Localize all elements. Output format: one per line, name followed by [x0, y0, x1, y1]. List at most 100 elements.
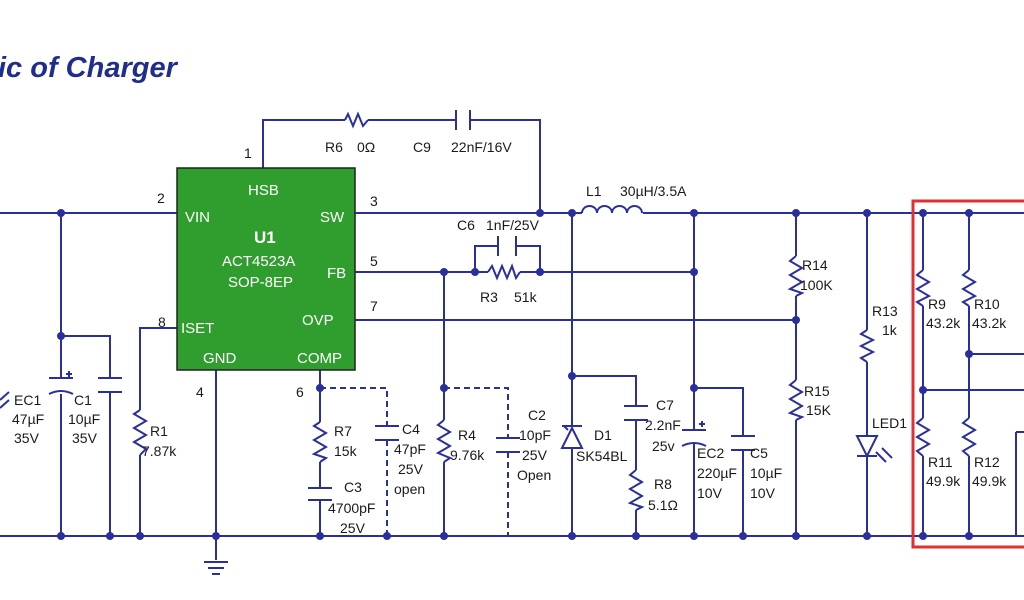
label-r13-value: 1k [882, 322, 898, 338]
label-r1-ref: R1 [150, 423, 168, 439]
pin-label-ovp: OVP [302, 312, 334, 329]
label-l1-ref: L1 [586, 183, 602, 199]
capacitor-ec2 [681, 429, 707, 447]
label-c5-value: 10µF [750, 465, 782, 481]
label-r10-value: 43.2k [972, 315, 1007, 331]
label-c2-ref: C2 [528, 407, 546, 423]
schematic-title: ic of Charger [0, 52, 177, 84]
capacitor-c5 [731, 435, 755, 451]
junctions [57, 209, 973, 540]
label-r15-value: 15K [806, 402, 832, 418]
label-c3-ref: C3 [344, 479, 362, 495]
label-r10-ref: R10 [974, 296, 1000, 312]
label-c7-voltage: 25v [652, 438, 675, 454]
pin-label-comp: COMP [297, 350, 342, 367]
capacitor-c7 [624, 405, 648, 421]
pin-number-comp: 6 [296, 384, 304, 400]
label-c1-voltage: 35V [72, 430, 98, 446]
label-c4-voltage: 25V [398, 461, 424, 477]
label-r13-ref: R13 [872, 303, 898, 319]
label-r7-ref: R7 [334, 423, 352, 439]
component-labels: R6 0Ω C9 22nF/16V L1 30µH/3.5A C6 1nF/25… [12, 139, 1007, 536]
pin-number-sw: 3 [370, 193, 378, 209]
label-c1-value: 10µF [68, 411, 100, 427]
label-r6-ref: R6 [325, 139, 343, 155]
label-r15-ref: R15 [804, 383, 830, 399]
label-c9-value: 22nF/16V [451, 139, 512, 155]
ic-part: ACT4523A [222, 253, 295, 270]
label-r1-value: 7.87k [142, 443, 177, 459]
pin-number-hsb: 1 [244, 145, 252, 161]
pin-number-iset: 8 [158, 314, 166, 330]
pin-label-gnd: GND [203, 350, 237, 367]
capacitor-c9 [455, 110, 471, 130]
resistor-r7 [311, 421, 329, 463]
label-c2-note: Open [517, 467, 551, 483]
label-r3-value: 51k [514, 289, 538, 305]
label-c3-value: 4700pF [328, 500, 375, 516]
label-ec2-value: 220µF [697, 465, 737, 481]
label-r6-value: 0Ω [357, 139, 375, 155]
label-r11-ref: R11 [928, 454, 953, 470]
label-r4-value: 9.76k [450, 447, 485, 463]
pin-label-fb: FB [327, 265, 346, 282]
pin-label-sw: SW [320, 209, 345, 226]
pin-number-fb: 5 [370, 253, 378, 269]
capacitor-ec1 [48, 377, 74, 395]
label-c2-value: 10pF [519, 427, 551, 443]
capacitor-c4 [375, 425, 399, 441]
pin-numbers: 1 2 3 5 7 8 4 6 [157, 145, 378, 400]
inductor-l1 [581, 205, 643, 214]
label-ec2-ref: EC2 [697, 445, 724, 461]
label-c6-value: 1nF/25V [486, 217, 540, 233]
label-c6-ref: C6 [457, 217, 475, 233]
led-arrows [875, 447, 893, 463]
label-r8-value: 5.1Ω [648, 497, 678, 513]
label-r8-ref: R8 [654, 476, 672, 492]
ic-package: SOP-8EP [228, 274, 293, 291]
resistor-r4 [435, 419, 453, 463]
resistor-r9 [915, 269, 932, 307]
resistor-r6 [344, 111, 369, 129]
label-c5-voltage: 10V [750, 485, 776, 501]
ic-u1: HSB VIN SW U1 ACT4523A SOP-8EP FB ISET O… [176, 167, 356, 371]
pin-number-gnd: 4 [196, 384, 204, 400]
pin-number-ovp: 7 [370, 298, 378, 314]
led-led1 [855, 435, 879, 459]
label-c4-note: open [394, 481, 425, 497]
label-c9-ref: C9 [413, 139, 431, 155]
label-r14-ref: R14 [802, 257, 828, 273]
partial-symbol-left [0, 391, 10, 409]
label-c2-voltage: 25V [522, 447, 548, 463]
pin-number-vin: 2 [157, 190, 165, 206]
pin-label-hsb: HSB [248, 182, 279, 199]
label-ec1-voltage: 35V [14, 430, 40, 446]
resistor-r12 [961, 417, 977, 457]
resistor-r1 [132, 409, 148, 456]
label-ec1-value: 47µF [12, 411, 44, 427]
label-r9-ref: R9 [928, 296, 946, 312]
label-c7-value: 2.2nF [645, 417, 681, 433]
resistor-r10 [961, 269, 978, 307]
capacitor-c2 [496, 437, 520, 453]
capacitor-c6 [497, 236, 517, 256]
ic-body [176, 167, 356, 371]
pin-label-vin: VIN [185, 209, 210, 226]
part-symbols [0, 110, 978, 575]
resistor-r14 [787, 255, 805, 297]
label-l1-value: 30µH/3.5A [620, 183, 687, 199]
label-r3-ref: R3 [480, 289, 498, 305]
pin-label-iset: ISET [181, 320, 214, 337]
label-r14-value: 100K [800, 277, 833, 293]
capacitor-c1 [98, 377, 122, 393]
label-c7-ref: C7 [656, 397, 674, 413]
label-c1-ref: C1 [74, 392, 92, 408]
resistor-r11 [915, 417, 931, 457]
label-ec1-ref: EC1 [14, 392, 41, 408]
resistor-r13 [858, 329, 876, 363]
label-r4-ref: R4 [458, 427, 476, 443]
label-c4-ref: C4 [402, 421, 420, 437]
highlight-box [911, 199, 1024, 549]
label-r12-ref: R12 [974, 454, 1000, 470]
